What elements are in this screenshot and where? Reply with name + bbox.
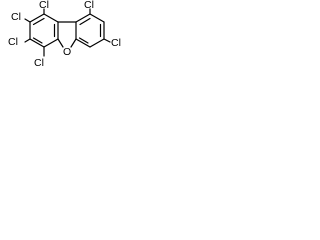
bond-furan-left-o [57, 38, 64, 48]
chlorine-label-4: Cl [34, 57, 44, 69]
chlorine-label-9: Cl [84, 0, 94, 11]
bond-left-ring-2 [43, 13, 59, 23]
bond-left-ring-5 [29, 38, 45, 48]
bond-left-ring-4 [43, 38, 59, 48]
chlorine-label-2: Cl [11, 11, 21, 23]
bond-left-ring-double-a [32, 17, 45, 26]
bond-right-ring-double-a [79, 17, 91, 26]
bond-right-ring-2 [89, 13, 105, 23]
bond-right-ring-double-c [78, 37, 89, 44]
bond-furan-right-o [70, 38, 77, 48]
atom-labels: Cl Cl Cl Cl Cl Cl O [8, 0, 121, 69]
oxygen-label: O [63, 46, 71, 58]
bond-cl-3 [24, 38, 31, 43]
bond-cl-2 [24, 18, 31, 23]
bond-left-ring-1 [29, 13, 45, 23]
bond-left-ring-double-c [32, 37, 43, 44]
chlorine-label-7: Cl [111, 37, 121, 49]
chlorine-label-1: Cl [39, 0, 49, 11]
bond-right-ring-1 [75, 13, 91, 23]
bond-right-ring-4 [89, 38, 105, 48]
chlorine-label-3: Cl [8, 36, 18, 48]
bond-cl-7 [103, 38, 111, 43]
molecule-structure: Cl Cl Cl Cl Cl Cl O [8, 0, 121, 69]
bond-right-ring-5 [75, 38, 91, 48]
bond-lines [24, 8, 111, 57]
